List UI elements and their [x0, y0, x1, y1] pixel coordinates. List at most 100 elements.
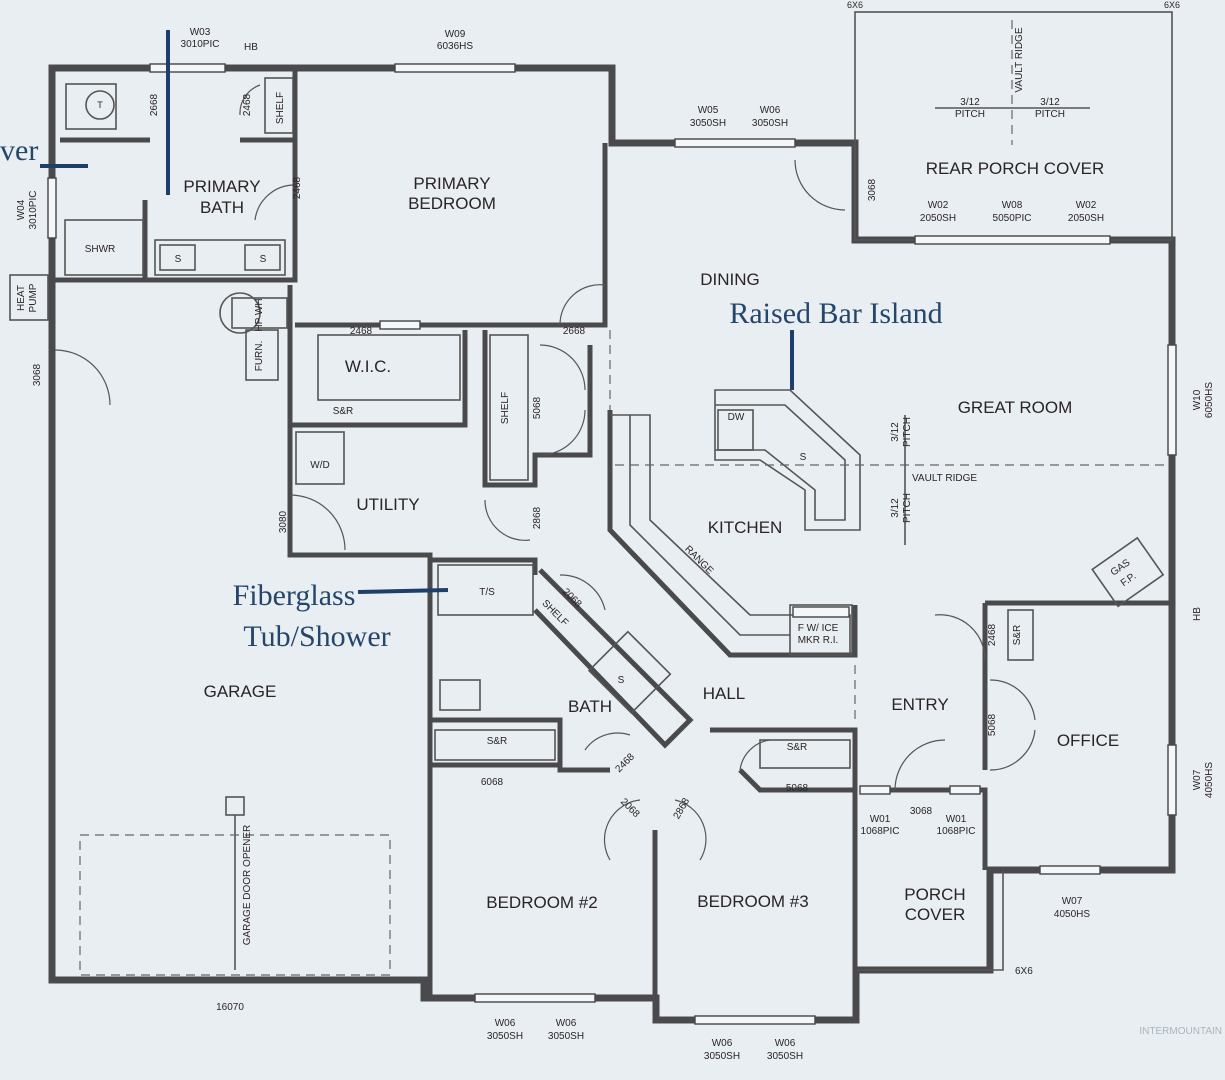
window-label: 3050SH: [690, 118, 726, 129]
window-label: 4050HS: [1204, 762, 1215, 798]
door-label: 2868: [532, 506, 543, 529]
door-swings: [54, 84, 1036, 861]
window-label: 3010PIC: [28, 191, 39, 230]
window-label: W06: [760, 105, 781, 116]
annotation-raised-bar-island: Raised Bar Island: [729, 297, 942, 330]
roof-label: 3/12: [890, 422, 901, 442]
toilet-label: T: [97, 100, 103, 110]
window-label: 3050SH: [548, 1031, 584, 1042]
heat-pump-label: PUMP: [28, 283, 39, 312]
window-label: W09: [445, 29, 466, 40]
window-label: 1068PIC: [861, 826, 900, 837]
door-label: 5068: [786, 783, 809, 794]
door-label: 2068: [560, 586, 584, 610]
room-office: OFFICE: [1057, 731, 1119, 750]
window-label: W07: [1192, 769, 1203, 790]
watermark: INTERMOUNTAIN: [1139, 1026, 1222, 1037]
room-dining: DINING: [700, 270, 760, 289]
door-label: 5068: [532, 396, 543, 419]
roof-label: 3/12: [890, 498, 901, 518]
window-label: W03: [190, 27, 211, 38]
room-entry: ENTRY: [891, 695, 948, 714]
door-label: 2468: [987, 623, 998, 646]
room-primary-bath-line1: PRIMARY: [183, 177, 260, 196]
post-label: 6X6: [1164, 0, 1180, 10]
front-porch-outline: [856, 870, 1004, 971]
door-label: 3080: [278, 510, 289, 533]
window-label: W06: [712, 1038, 733, 1049]
roof-label: VAULT RIDGE: [912, 473, 977, 484]
window-label: 1068PIC: [937, 826, 976, 837]
window-label: W06: [775, 1038, 796, 1049]
shelf-label: SHELF: [500, 392, 511, 424]
window-labels: W03 3010PIC W09 6036HS W04 3010PIC W05 3…: [16, 27, 1215, 1062]
handwritten-annotations: Raised Bar Island Fiberglass Tub/Shower …: [0, 134, 943, 653]
door-label: 2468: [292, 176, 303, 199]
shower-label: SHWR: [85, 244, 116, 255]
window-label: W06: [495, 1018, 516, 1029]
range-label: RANGE: [682, 544, 715, 577]
door-label: 3068: [867, 178, 878, 201]
window-label: 3050SH: [704, 1051, 740, 1062]
room-porch-cover-line1: PORCH: [904, 885, 965, 904]
window-label: 6050HS: [1204, 382, 1215, 418]
window-label: W02: [928, 200, 949, 211]
door-label: 6068: [481, 777, 504, 788]
window-label: W04: [16, 199, 27, 220]
window-label: W02: [1076, 200, 1097, 211]
garage-door-opener-label: GARAGE DOOR OPENER: [242, 825, 253, 946]
room-bedroom-2: BEDROOM #2: [486, 893, 597, 912]
fridge-label: MKR R.I.: [798, 635, 839, 646]
window-label: W10: [1192, 389, 1203, 410]
sink-label: S: [618, 675, 625, 686]
door-label: 3068: [910, 806, 933, 817]
door-label: 3068: [32, 363, 43, 386]
fixtures: [9, 77, 1165, 976]
roof-label: 3/12: [960, 97, 980, 108]
window-label: 5050PIC: [993, 213, 1032, 224]
hose-bib-label: HB: [244, 42, 258, 53]
post-label: 6X6: [1015, 966, 1033, 977]
door-label: 2468: [350, 326, 373, 337]
room-garage: GARAGE: [204, 682, 277, 701]
shelf-rod-label: S&R: [487, 736, 508, 747]
door-label: 2868: [672, 796, 693, 821]
window-label: 2050SH: [920, 213, 956, 224]
window-label: 6036HS: [437, 41, 473, 52]
tub-shower-label: T/S: [479, 587, 495, 598]
room-rear-porch-cover: REAR PORCH COVER: [926, 159, 1105, 178]
room-hall: HALL: [703, 684, 746, 703]
post-label: 6X6: [847, 0, 863, 10]
room-primary-bedroom-line1: PRIMARY: [413, 174, 490, 193]
room-primary-bath-line2: BATH: [200, 198, 244, 217]
roof-label: PITCH: [1035, 109, 1065, 120]
window-label: 4050HS: [1054, 909, 1090, 920]
room-kitchen: KITCHEN: [708, 518, 783, 537]
shelf-label: SHELF: [539, 598, 570, 629]
window-label: W01: [870, 814, 891, 825]
sink-label: S: [175, 254, 182, 265]
door-label: 16070: [216, 1002, 244, 1013]
window-label: W08: [1002, 200, 1023, 211]
roof-lines: [609, 20, 1170, 725]
roof-label: PITCH: [902, 493, 913, 523]
roof-label: PITCH: [955, 109, 985, 120]
door-label: 2468: [242, 93, 253, 116]
roof-label: 3/12: [1040, 97, 1060, 108]
room-great-room: GREAT ROOM: [958, 398, 1073, 417]
window-label: W06: [556, 1018, 577, 1029]
hose-bib-label: HB: [1192, 607, 1203, 621]
annotation-shower-fragment: ver: [0, 134, 38, 167]
heat-pump-label: HEAT: [16, 285, 27, 311]
fridge-label: F W/ ICE: [798, 623, 839, 634]
window-label: 3050SH: [767, 1051, 803, 1062]
window-label: W05: [698, 105, 719, 116]
room-wic: W.I.C.: [345, 357, 391, 376]
door-label: 2668: [563, 326, 586, 337]
sink-label: S: [260, 254, 267, 265]
door-label: 2468: [613, 751, 637, 775]
sink-label: S: [800, 452, 807, 463]
annotation-lines: [40, 30, 794, 594]
window-label: 3050SH: [487, 1031, 523, 1042]
door-label: 5068: [987, 713, 998, 736]
